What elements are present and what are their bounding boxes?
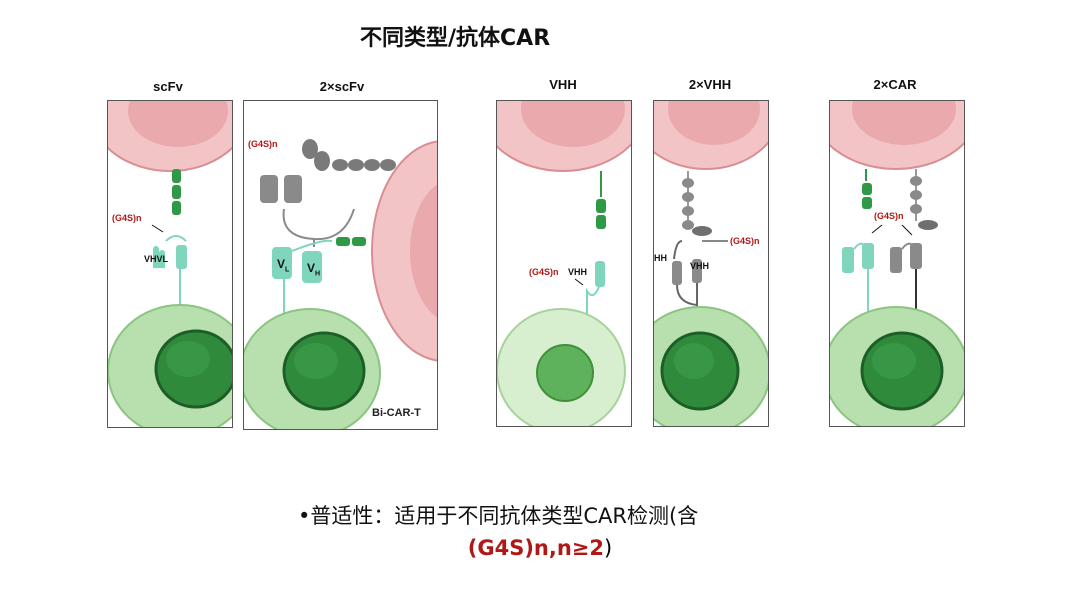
antigen-gray-chain bbox=[302, 139, 396, 171]
gray-scfv bbox=[260, 175, 355, 247]
tumor-cell bbox=[108, 101, 232, 172]
domain-label-right: VHH bbox=[690, 261, 710, 271]
linker-label: (G4S)n bbox=[529, 267, 559, 277]
linker-label: (G4S)n bbox=[112, 213, 142, 223]
panel-label-2x-scfv: 2×scFv bbox=[319, 79, 365, 94]
2x-vhh-illustration bbox=[654, 101, 768, 426]
domain-label-left: VHH bbox=[654, 253, 668, 263]
antigen-gray bbox=[682, 171, 712, 236]
t-cell bbox=[244, 308, 381, 429]
linker-arrow bbox=[574, 278, 584, 286]
panel-2x-car: (G4S)n bbox=[829, 100, 965, 427]
footnote-line-1: •普适性：适用于不同抗体类型CAR检测(含 bbox=[298, 504, 699, 528]
antigen bbox=[596, 171, 606, 229]
linker-arrow-right bbox=[901, 224, 913, 236]
bi-car-t-label: Bi-CAR-T bbox=[372, 407, 421, 419]
scfv-illustration bbox=[108, 101, 232, 427]
panel-label-scfv: scFv bbox=[153, 79, 183, 94]
vhh-illustration bbox=[497, 101, 631, 426]
linker-highlight: (G4S)n,n≥2 bbox=[467, 536, 605, 560]
t-cell bbox=[497, 308, 626, 426]
2x-car-illustration bbox=[830, 101, 964, 426]
teal-car bbox=[842, 242, 874, 313]
panel-label-vhh: VHH bbox=[549, 77, 577, 92]
linker-arrow-left bbox=[871, 224, 883, 234]
domain-label: VHH bbox=[568, 267, 588, 277]
linker-label: (G4S)n bbox=[730, 236, 760, 246]
t-cell bbox=[108, 304, 232, 427]
teal-scfv bbox=[272, 239, 333, 321]
panel-2x-vhh: (G4S)n VHH VHH bbox=[653, 100, 769, 427]
t-cell bbox=[830, 306, 964, 426]
antigen-gray bbox=[910, 169, 938, 230]
tumor-cell bbox=[830, 101, 964, 170]
linker-label: (G4S)n bbox=[874, 211, 904, 221]
vl-label: VL bbox=[277, 257, 290, 274]
panel-2x-scfv: (G4S)n VL VH Bi-CAR-T bbox=[243, 100, 438, 430]
panel-label-2x-car: 2×CAR bbox=[873, 77, 917, 92]
antigen bbox=[172, 169, 181, 215]
gray-car bbox=[890, 242, 922, 313]
tumor-cell bbox=[654, 101, 768, 170]
vhh-receptor bbox=[586, 261, 605, 325]
t-cell bbox=[654, 306, 768, 426]
panel-vhh: (G4S)n VHH bbox=[496, 100, 632, 427]
linker-label: (G4S)n bbox=[248, 139, 278, 149]
page-title: 不同类型/抗体CAR bbox=[360, 26, 551, 51]
panel-label-2x-vhh: 2×VHH bbox=[688, 77, 732, 92]
linker-arrow bbox=[151, 224, 164, 233]
domain-label: VHVL bbox=[144, 254, 169, 264]
panel-scfv: (G4S)n VHVL bbox=[107, 100, 233, 428]
antigen-green bbox=[862, 169, 872, 209]
vhh-receptors bbox=[672, 240, 702, 313]
tumor-cell bbox=[371, 140, 437, 362]
footnote-line-2: (G4S)n,n≥2) bbox=[467, 536, 613, 560]
scfv-receptor bbox=[153, 235, 187, 311]
vh-label: VH bbox=[307, 261, 321, 278]
tumor-cell bbox=[497, 101, 631, 172]
2x-scfv-illustration bbox=[244, 139, 437, 429]
green-antigen bbox=[336, 237, 366, 246]
